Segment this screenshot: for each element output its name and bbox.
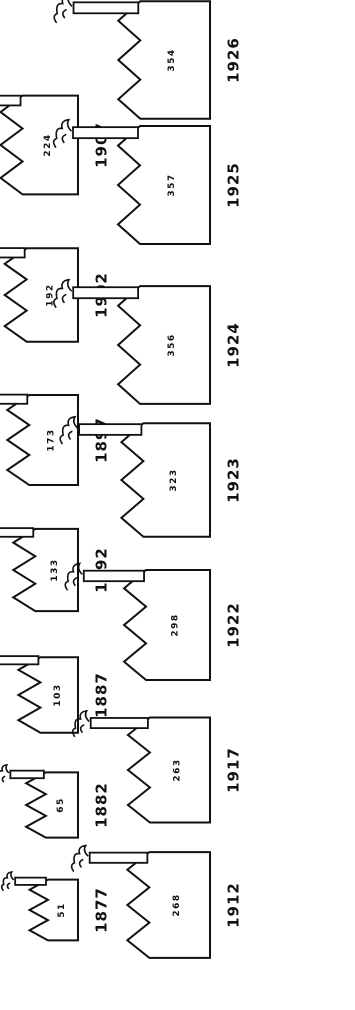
year-label: 1877 xyxy=(93,887,111,933)
year-label: 1882 xyxy=(93,782,111,828)
factory-mark-1925: 357 1925 xyxy=(52,118,243,245)
factory-body xyxy=(27,878,79,942)
chimney xyxy=(0,527,35,538)
value-label: 356 xyxy=(167,333,177,356)
factory-body xyxy=(119,422,211,538)
chimney xyxy=(78,423,143,436)
chimney xyxy=(0,247,26,259)
value-label: 103 xyxy=(53,683,63,706)
year-label: 1926 xyxy=(225,37,243,83)
chimney xyxy=(0,655,40,666)
chimney xyxy=(0,94,22,107)
smoke-icon xyxy=(59,415,78,445)
value-label: 133 xyxy=(50,558,60,581)
factory-mark-1877: 51 1877 xyxy=(0,871,111,942)
smoke-icon xyxy=(53,0,73,24)
factory-body xyxy=(125,851,211,959)
year-label: 1923 xyxy=(225,457,243,503)
value-label: 224 xyxy=(43,133,53,156)
year-label: 1925 xyxy=(225,162,243,208)
chimney xyxy=(14,876,47,886)
chimney xyxy=(9,769,45,780)
smoke-icon xyxy=(53,278,72,309)
year-label: 1922 xyxy=(225,602,243,648)
factory-mark-1892: 1331892 xyxy=(0,527,111,613)
factory-mark-1922: 298 1922 xyxy=(64,562,243,682)
chimney xyxy=(72,1,140,15)
smoke-icon xyxy=(64,562,83,591)
factory-mark-1887: 103 1887 xyxy=(0,655,111,734)
smoke-icon xyxy=(70,844,89,872)
value-label: 323 xyxy=(169,468,179,491)
chimney xyxy=(0,393,29,405)
factory-body xyxy=(2,247,79,343)
chimney xyxy=(89,717,149,730)
value-label: 357 xyxy=(167,173,177,196)
factory-mark-1926: 354 1926 xyxy=(53,0,243,120)
factory-body xyxy=(5,393,79,487)
factory-mark-1917: 263 1917 xyxy=(71,709,243,824)
chimney xyxy=(88,851,149,864)
value-label: 354 xyxy=(167,48,177,71)
value-label: 192 xyxy=(45,283,55,306)
value-label: 65 xyxy=(56,797,66,813)
factory-body xyxy=(116,285,211,405)
factory-mark-1923: 323 1923 xyxy=(59,415,243,538)
smoke-icon xyxy=(71,709,90,738)
factory-mark-1902: 1921902 xyxy=(0,247,111,343)
factory-body xyxy=(116,0,211,120)
chimney xyxy=(72,286,139,300)
smoke-icon xyxy=(0,871,14,891)
chimney xyxy=(72,126,139,140)
value-label: 268 xyxy=(172,893,182,916)
year-label: 1924 xyxy=(225,322,243,368)
factory-mark-1882: 65 1882 xyxy=(0,763,111,839)
factory-body xyxy=(16,656,79,734)
factory-mark-1912: 268 1912 xyxy=(70,844,243,959)
factory-body xyxy=(11,527,79,613)
year-label: 1917 xyxy=(225,747,243,793)
value-label: 298 xyxy=(170,613,180,636)
factory-body xyxy=(24,771,79,839)
factory-mark-1924: 356 1924 xyxy=(53,278,243,405)
value-label: 263 xyxy=(172,758,182,781)
smoke-icon xyxy=(0,763,10,783)
factory-body xyxy=(0,94,79,196)
value-label: 173 xyxy=(47,428,57,451)
factory-body xyxy=(116,125,211,245)
value-label: 51 xyxy=(57,902,67,918)
year-label: 1887 xyxy=(93,672,111,718)
factory-body xyxy=(126,716,211,824)
factory-body xyxy=(122,568,211,682)
smoke-icon xyxy=(52,118,72,148)
year-label: 1912 xyxy=(225,882,243,928)
chimney xyxy=(82,569,145,583)
